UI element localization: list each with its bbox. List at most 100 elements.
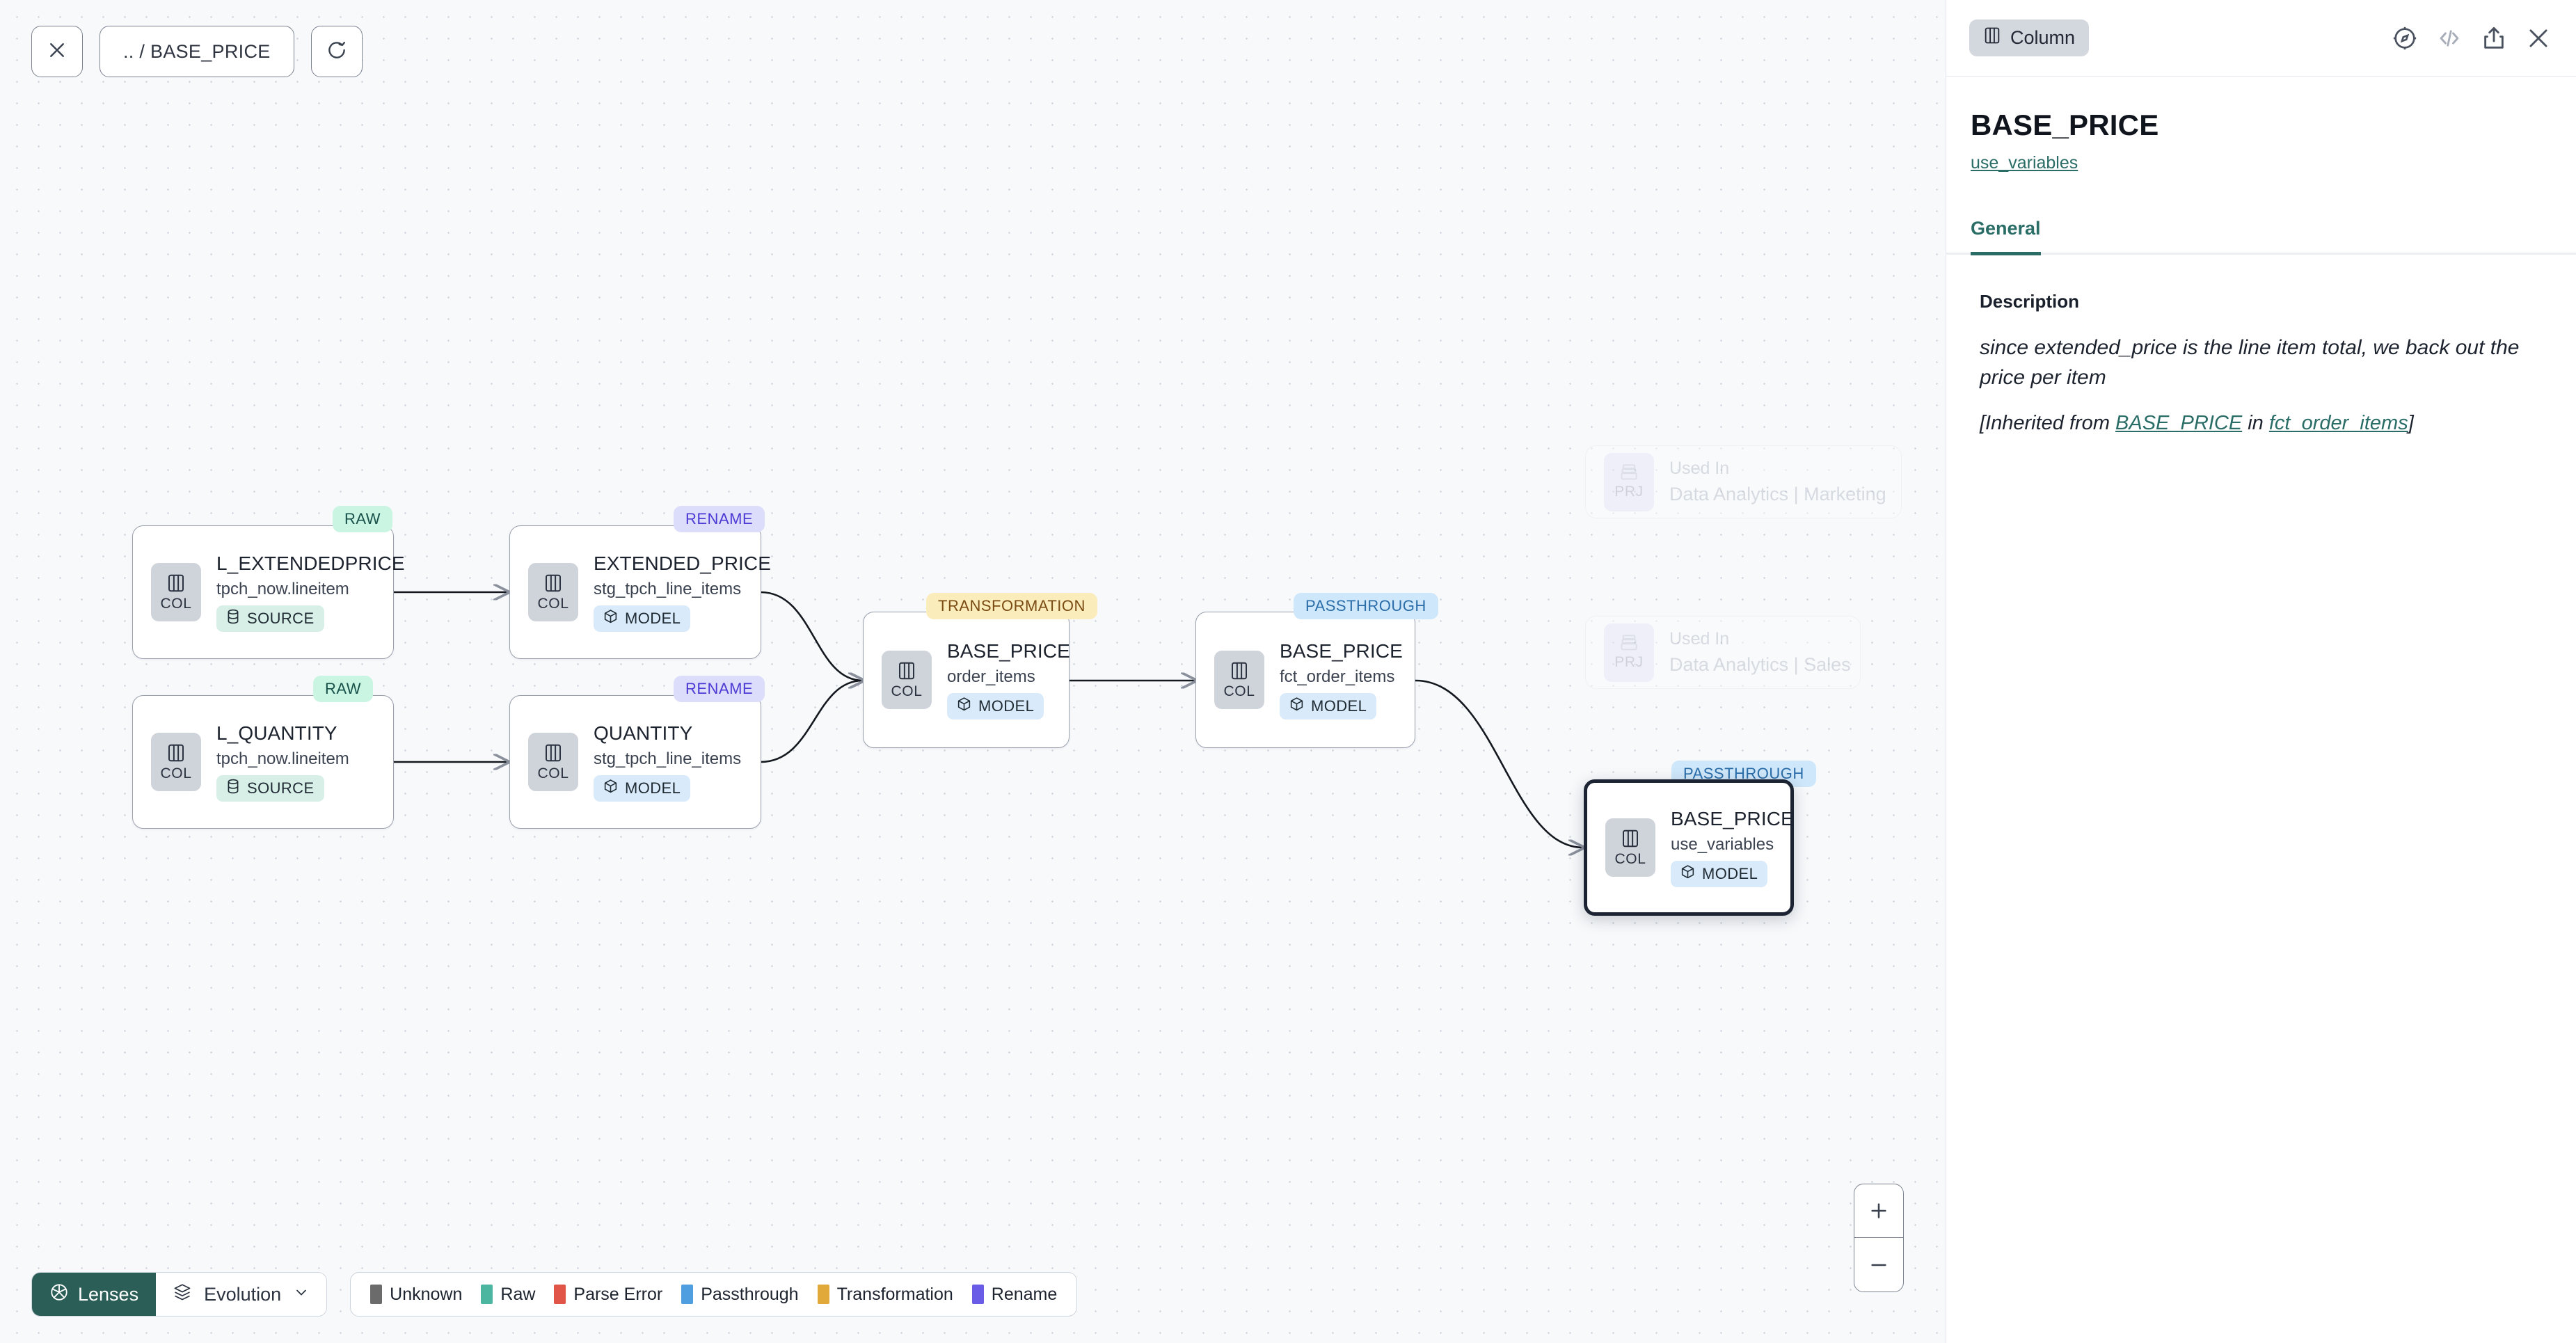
legend-item-transformation[interactable]: Transformation: [817, 1285, 953, 1305]
node-chip-label: MODEL: [1702, 865, 1758, 882]
node-badge-rename: RENAME: [674, 506, 765, 532]
tab-general[interactable]: General: [1971, 218, 2041, 255]
legend-item-rename[interactable]: Rename: [971, 1285, 1057, 1305]
lineage-node-base-price-fct-order-items[interactable]: COL BASE_PRICE fct_order_items MODEL: [1195, 612, 1415, 748]
code-icon[interactable]: [2436, 25, 2463, 51]
cube-icon: [1289, 697, 1304, 716]
project-icon: PRJ: [1604, 452, 1654, 511]
column-icon: COL: [528, 563, 578, 621]
inherited-model-link[interactable]: fct_order_items: [2268, 412, 2408, 435]
node-subtitle: stg_tpch_line_items: [594, 580, 742, 598]
close-button[interactable]: [31, 26, 83, 77]
used-in-value: Data Analytics | Marketing: [1669, 484, 1886, 504]
database-icon: [226, 779, 240, 798]
database-icon: [226, 609, 240, 628]
lenses-group: Lenses Evolution: [31, 1272, 328, 1317]
legend-swatch: [554, 1285, 566, 1304]
inherited-note: [Inherited from BASE_PRICE in fct_order_…: [1946, 392, 2576, 435]
details-panel: Column BASE_PRICE use_variables Gener: [1946, 0, 2576, 1343]
legend-swatch: [971, 1285, 984, 1304]
node-chip-source: SOURCE: [216, 605, 324, 632]
legend-swatch: [681, 1285, 694, 1304]
share-icon[interactable]: [2481, 25, 2507, 51]
zoom-out-button[interactable]: [1854, 1238, 1903, 1292]
node-name: BASE_PRICE: [947, 640, 1070, 662]
node-chip-label: MODEL: [978, 697, 1035, 715]
lineage-node-l-quantity[interactable]: COL L_QUANTITY tpch_now.lineitem SOURCE: [132, 695, 394, 829]
lineage-node-base-price-use-variables[interactable]: COL BASE_PRICE use_variables MODEL: [1584, 779, 1794, 916]
inherited-mid: in: [2242, 412, 2269, 435]
breadcrumb[interactable]: .. / BASE_PRICE: [100, 26, 294, 77]
node-kind-label: COL: [537, 595, 569, 612]
lineage-node-base-price-order-items[interactable]: COL BASE_PRICE order_items MODEL: [863, 612, 1070, 748]
used-in-kind-label: PRJ: [1614, 484, 1644, 500]
refresh-button[interactable]: [310, 26, 363, 77]
inherited-suffix: ]: [2408, 412, 2414, 435]
refresh-icon: [326, 40, 347, 64]
canvas-bottom-toolbar: Lenses Evolution Unknown: [31, 1272, 1078, 1317]
description-label: Description: [1980, 291, 2080, 312]
legend-item-raw[interactable]: Raw: [481, 1285, 535, 1305]
legend-item-unknown[interactable]: Unknown: [370, 1285, 462, 1305]
node-chip-source: SOURCE: [216, 775, 324, 802]
used-in-label: Used In: [1669, 459, 1730, 478]
lineage-canvas[interactable]: .. / BASE_PRICE PRJ Used In Data Analyti…: [0, 0, 1946, 1343]
node-chip-label: MODEL: [625, 610, 681, 627]
zoom-in-button[interactable]: [1854, 1184, 1903, 1238]
used-in-kind-label: PRJ: [1614, 654, 1644, 670]
used-in-card[interactable]: PRJ Used In Data Analytics | Sales: [1585, 616, 1861, 689]
cube-icon: [603, 609, 618, 628]
node-name: L_QUANTITY: [216, 722, 337, 744]
node-name: BASE_PRICE: [1671, 808, 1794, 829]
entity-type-label: Column: [2010, 27, 2076, 48]
evolution-dropdown[interactable]: Evolution: [156, 1273, 327, 1316]
legend-swatch: [370, 1285, 383, 1304]
column-icon: COL: [1214, 651, 1264, 709]
lenses-button[interactable]: Lenses: [32, 1273, 157, 1316]
node-chip-label: MODEL: [625, 779, 681, 797]
column-icon: COL: [882, 651, 932, 709]
legend-swatch: [817, 1285, 829, 1304]
lineage-node-quantity[interactable]: COL QUANTITY stg_tpch_line_items MODEL: [509, 695, 761, 829]
node-subtitle: order_items: [947, 667, 1035, 686]
node-chip-label: MODEL: [1311, 697, 1367, 715]
used-in-card[interactable]: PRJ Used In Data Analytics | Marketing: [1585, 445, 1902, 518]
panel-actions: [2392, 25, 2552, 51]
lineage-node-l-extendedprice[interactable]: COL L_EXTENDEDPRICE tpch_now.lineitem SO…: [132, 525, 405, 659]
canvas-toolbar: .. / BASE_PRICE: [31, 26, 363, 77]
model-link[interactable]: use_variables: [1971, 153, 2078, 173]
page-title: BASE_PRICE: [1971, 109, 2159, 141]
legend-label: Unknown: [390, 1284, 463, 1304]
column-icon: COL: [151, 563, 201, 621]
chevron-down-icon: [293, 1284, 310, 1305]
legend-label: Raw: [500, 1284, 536, 1304]
legend-item-parse-error[interactable]: Parse Error: [554, 1285, 662, 1305]
entity-type-pill[interactable]: Column: [1969, 19, 2090, 56]
panel-header: Column: [1946, 0, 2576, 77]
node-subtitle: tpch_now.lineitem: [216, 749, 349, 768]
close-icon: [47, 40, 67, 64]
node-chip-label: SOURCE: [247, 610, 315, 627]
evolution-label: Evolution: [204, 1283, 282, 1305]
legend-item-passthrough[interactable]: Passthrough: [681, 1285, 799, 1305]
inherited-column-link[interactable]: BASE_PRICE: [2115, 412, 2243, 435]
zoom-controls: [1854, 1184, 1904, 1292]
lineage-node-extended-price[interactable]: COL EXTENDED_PRICE stg_tpch_line_items M…: [509, 525, 771, 659]
node-badge-transformation: TRANSFORMATION: [926, 593, 1097, 619]
node-badge-rename: RENAME: [674, 676, 765, 702]
legend-label: Parse Error: [573, 1284, 663, 1304]
description-text: since extended_price is the line item to…: [1980, 336, 2520, 389]
node-chip-label: SOURCE: [247, 779, 315, 797]
plus-icon: [1871, 1203, 1886, 1218]
node-chip-model: MODEL: [947, 693, 1044, 720]
close-icon[interactable]: [2525, 25, 2552, 51]
legend-swatch: [481, 1285, 493, 1304]
inherited-prefix: [Inherited from: [1980, 412, 2116, 435]
node-chip-model: MODEL: [594, 605, 691, 632]
compass-icon[interactable]: [2392, 25, 2418, 51]
node-name: L_EXTENDEDPRICE: [216, 553, 405, 574]
node-chip-model: MODEL: [1280, 693, 1377, 720]
column-icon: COL: [151, 733, 201, 791]
node-kind-label: COL: [891, 683, 923, 699]
minus-icon: [1871, 1264, 1886, 1266]
